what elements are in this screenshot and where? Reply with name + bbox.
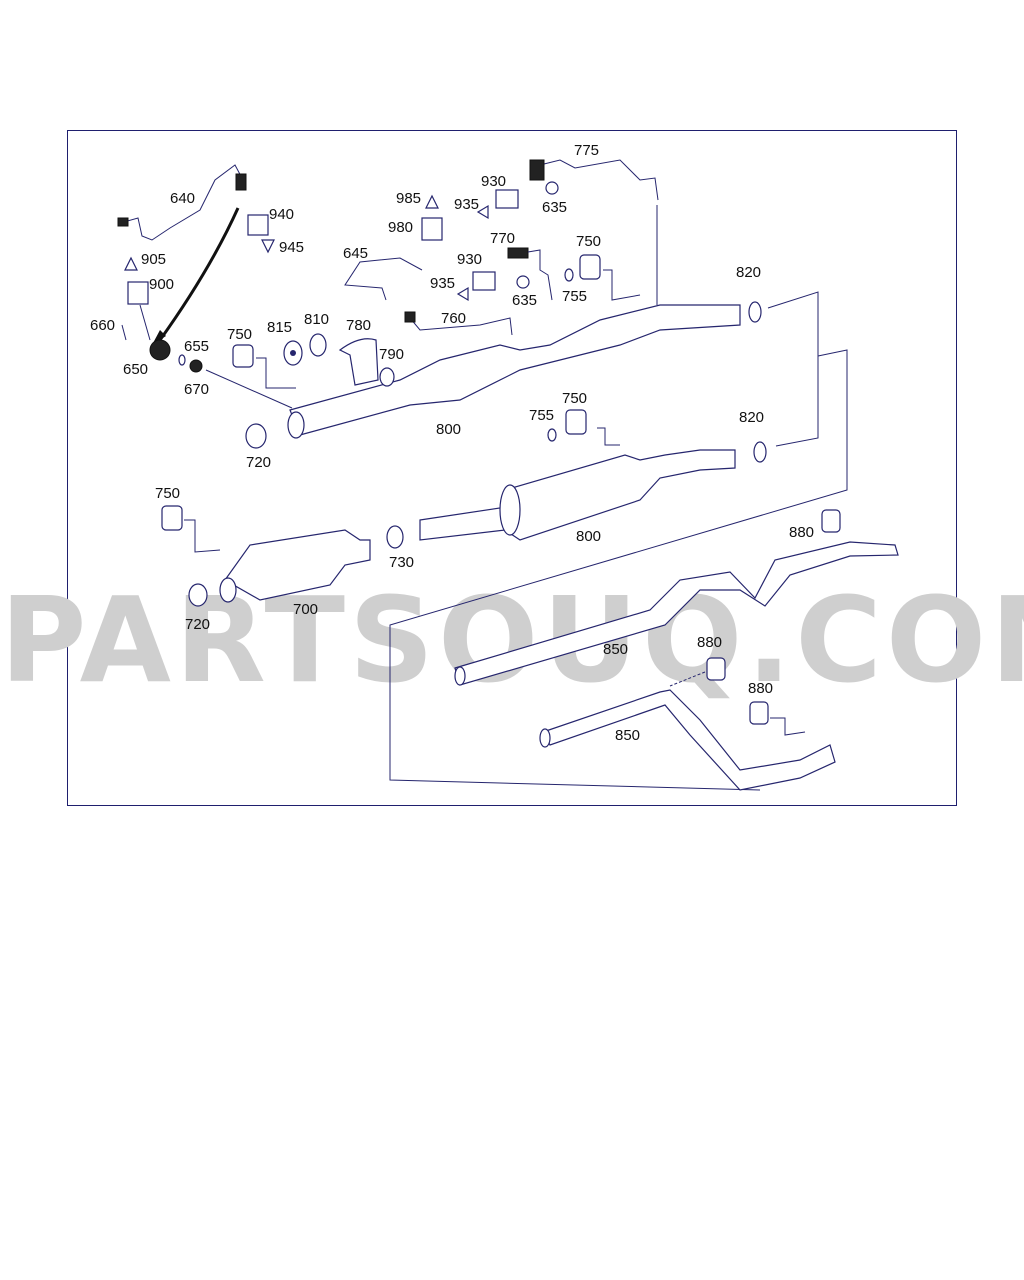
hanger-750-d[interactable] — [161, 505, 183, 531]
label-945[interactable]: 945 — [279, 239, 304, 256]
clip-660[interactable] — [121, 324, 127, 341]
label-770[interactable]: 770 — [490, 230, 515, 247]
label-810[interactable]: 810 — [304, 311, 329, 328]
washer-755-b[interactable] — [547, 428, 557, 442]
sensor-cable-640[interactable] — [117, 164, 247, 241]
sensor-650[interactable] — [149, 339, 171, 361]
nut-635-b[interactable] — [516, 275, 530, 289]
label-755[interactable]: 755 — [562, 288, 587, 305]
label-820[interactable]: 820 — [739, 409, 764, 426]
hanger-880-c[interactable] — [749, 701, 769, 725]
label-730[interactable]: 730 — [389, 554, 414, 571]
clamp-820-a[interactable] — [748, 301, 762, 323]
label-790[interactable]: 790 — [379, 346, 404, 363]
diagram-frame — [67, 130, 957, 806]
hanger-880-a[interactable] — [821, 509, 841, 533]
label-720[interactable]: 720 — [246, 454, 271, 471]
arrow-curve — [158, 207, 240, 341]
ring-810[interactable] — [309, 333, 327, 357]
label-755[interactable]: 755 — [529, 407, 554, 424]
clamp-720-b[interactable] — [188, 583, 208, 607]
label-820[interactable]: 820 — [736, 264, 761, 281]
tailpipe-850-lower[interactable] — [539, 689, 836, 791]
label-750[interactable]: 750 — [562, 390, 587, 407]
label-980[interactable]: 980 — [388, 219, 413, 236]
damper-790[interactable] — [379, 367, 395, 387]
label-645[interactable]: 645 — [343, 245, 368, 262]
label-780[interactable]: 780 — [346, 317, 371, 334]
label-880[interactable]: 880 — [748, 680, 773, 697]
damper-815[interactable] — [283, 340, 303, 366]
label-940[interactable]: 940 — [269, 206, 294, 223]
label-815[interactable]: 815 — [267, 319, 292, 336]
label-930[interactable]: 930 — [457, 251, 482, 268]
label-640[interactable]: 640 — [170, 190, 195, 207]
label-750[interactable]: 750 — [155, 485, 180, 502]
clamp-730[interactable] — [386, 525, 404, 549]
dpf-700[interactable] — [219, 529, 371, 603]
sensor-cable-645[interactable] — [344, 257, 423, 301]
washer-755-a[interactable] — [564, 268, 574, 282]
label-880[interactable]: 880 — [697, 634, 722, 651]
label-750[interactable]: 750 — [227, 326, 252, 343]
label-850[interactable]: 850 — [603, 641, 628, 658]
cap-945[interactable] — [261, 239, 275, 254]
cap-935-b[interactable] — [456, 286, 469, 302]
hanger-750-a[interactable] — [232, 344, 254, 368]
label-800[interactable]: 800 — [576, 528, 601, 545]
hanger-750-b[interactable] — [579, 254, 601, 280]
part-labels: 640 940 945 905 900 660 650 655 670 750 … — [90, 142, 814, 744]
label-935[interactable]: 935 — [430, 275, 455, 292]
label-935[interactable]: 935 — [454, 196, 479, 213]
label-750[interactable]: 750 — [576, 233, 601, 250]
label-720[interactable]: 720 — [185, 616, 210, 633]
connector-930-b[interactable] — [472, 271, 496, 291]
label-670[interactable]: 670 — [184, 381, 209, 398]
tailpipe-850-upper[interactable] — [454, 541, 899, 686]
cap-985[interactable] — [425, 194, 439, 209]
label-900[interactable]: 900 — [149, 276, 174, 293]
hanger-750-c[interactable] — [565, 409, 587, 435]
label-655[interactable]: 655 — [184, 338, 209, 355]
label-800[interactable]: 800 — [436, 421, 461, 438]
label-635[interactable]: 635 — [542, 199, 567, 216]
sensor-cable-760[interactable] — [404, 311, 513, 336]
label-700[interactable]: 700 — [293, 601, 318, 618]
connector-980[interactable] — [421, 217, 443, 241]
connector-900[interactable] — [127, 281, 149, 305]
label-850[interactable]: 850 — [615, 727, 640, 744]
nut-635-a[interactable] — [545, 181, 559, 195]
connector-940[interactable] — [247, 214, 269, 236]
label-635[interactable]: 635 — [512, 292, 537, 309]
connector-930-a[interactable] — [495, 189, 519, 209]
label-930[interactable]: 930 — [481, 173, 506, 190]
heat-shield-780[interactable] — [338, 338, 379, 386]
hanger-880-b[interactable] — [706, 657, 726, 681]
catalyst-800-front[interactable] — [287, 304, 741, 439]
label-775[interactable]: 775 — [574, 142, 599, 159]
label-650[interactable]: 650 — [123, 361, 148, 378]
muffler-800-middle[interactable] — [419, 449, 736, 541]
ring-655[interactable] — [178, 354, 186, 366]
label-985[interactable]: 985 — [396, 190, 421, 207]
cap-905[interactable] — [124, 256, 138, 271]
label-905[interactable]: 905 — [141, 251, 166, 268]
cap-935-a[interactable] — [476, 204, 489, 220]
label-760[interactable]: 760 — [441, 310, 466, 327]
clamp-820-b[interactable] — [753, 441, 767, 463]
nut-670[interactable] — [189, 359, 203, 373]
label-660[interactable]: 660 — [90, 317, 115, 334]
sensor-770[interactable] — [507, 247, 553, 301]
sensor-cable-775[interactable] — [529, 159, 659, 201]
clamp-720-a[interactable] — [245, 423, 267, 449]
label-880[interactable]: 880 — [789, 524, 814, 541]
